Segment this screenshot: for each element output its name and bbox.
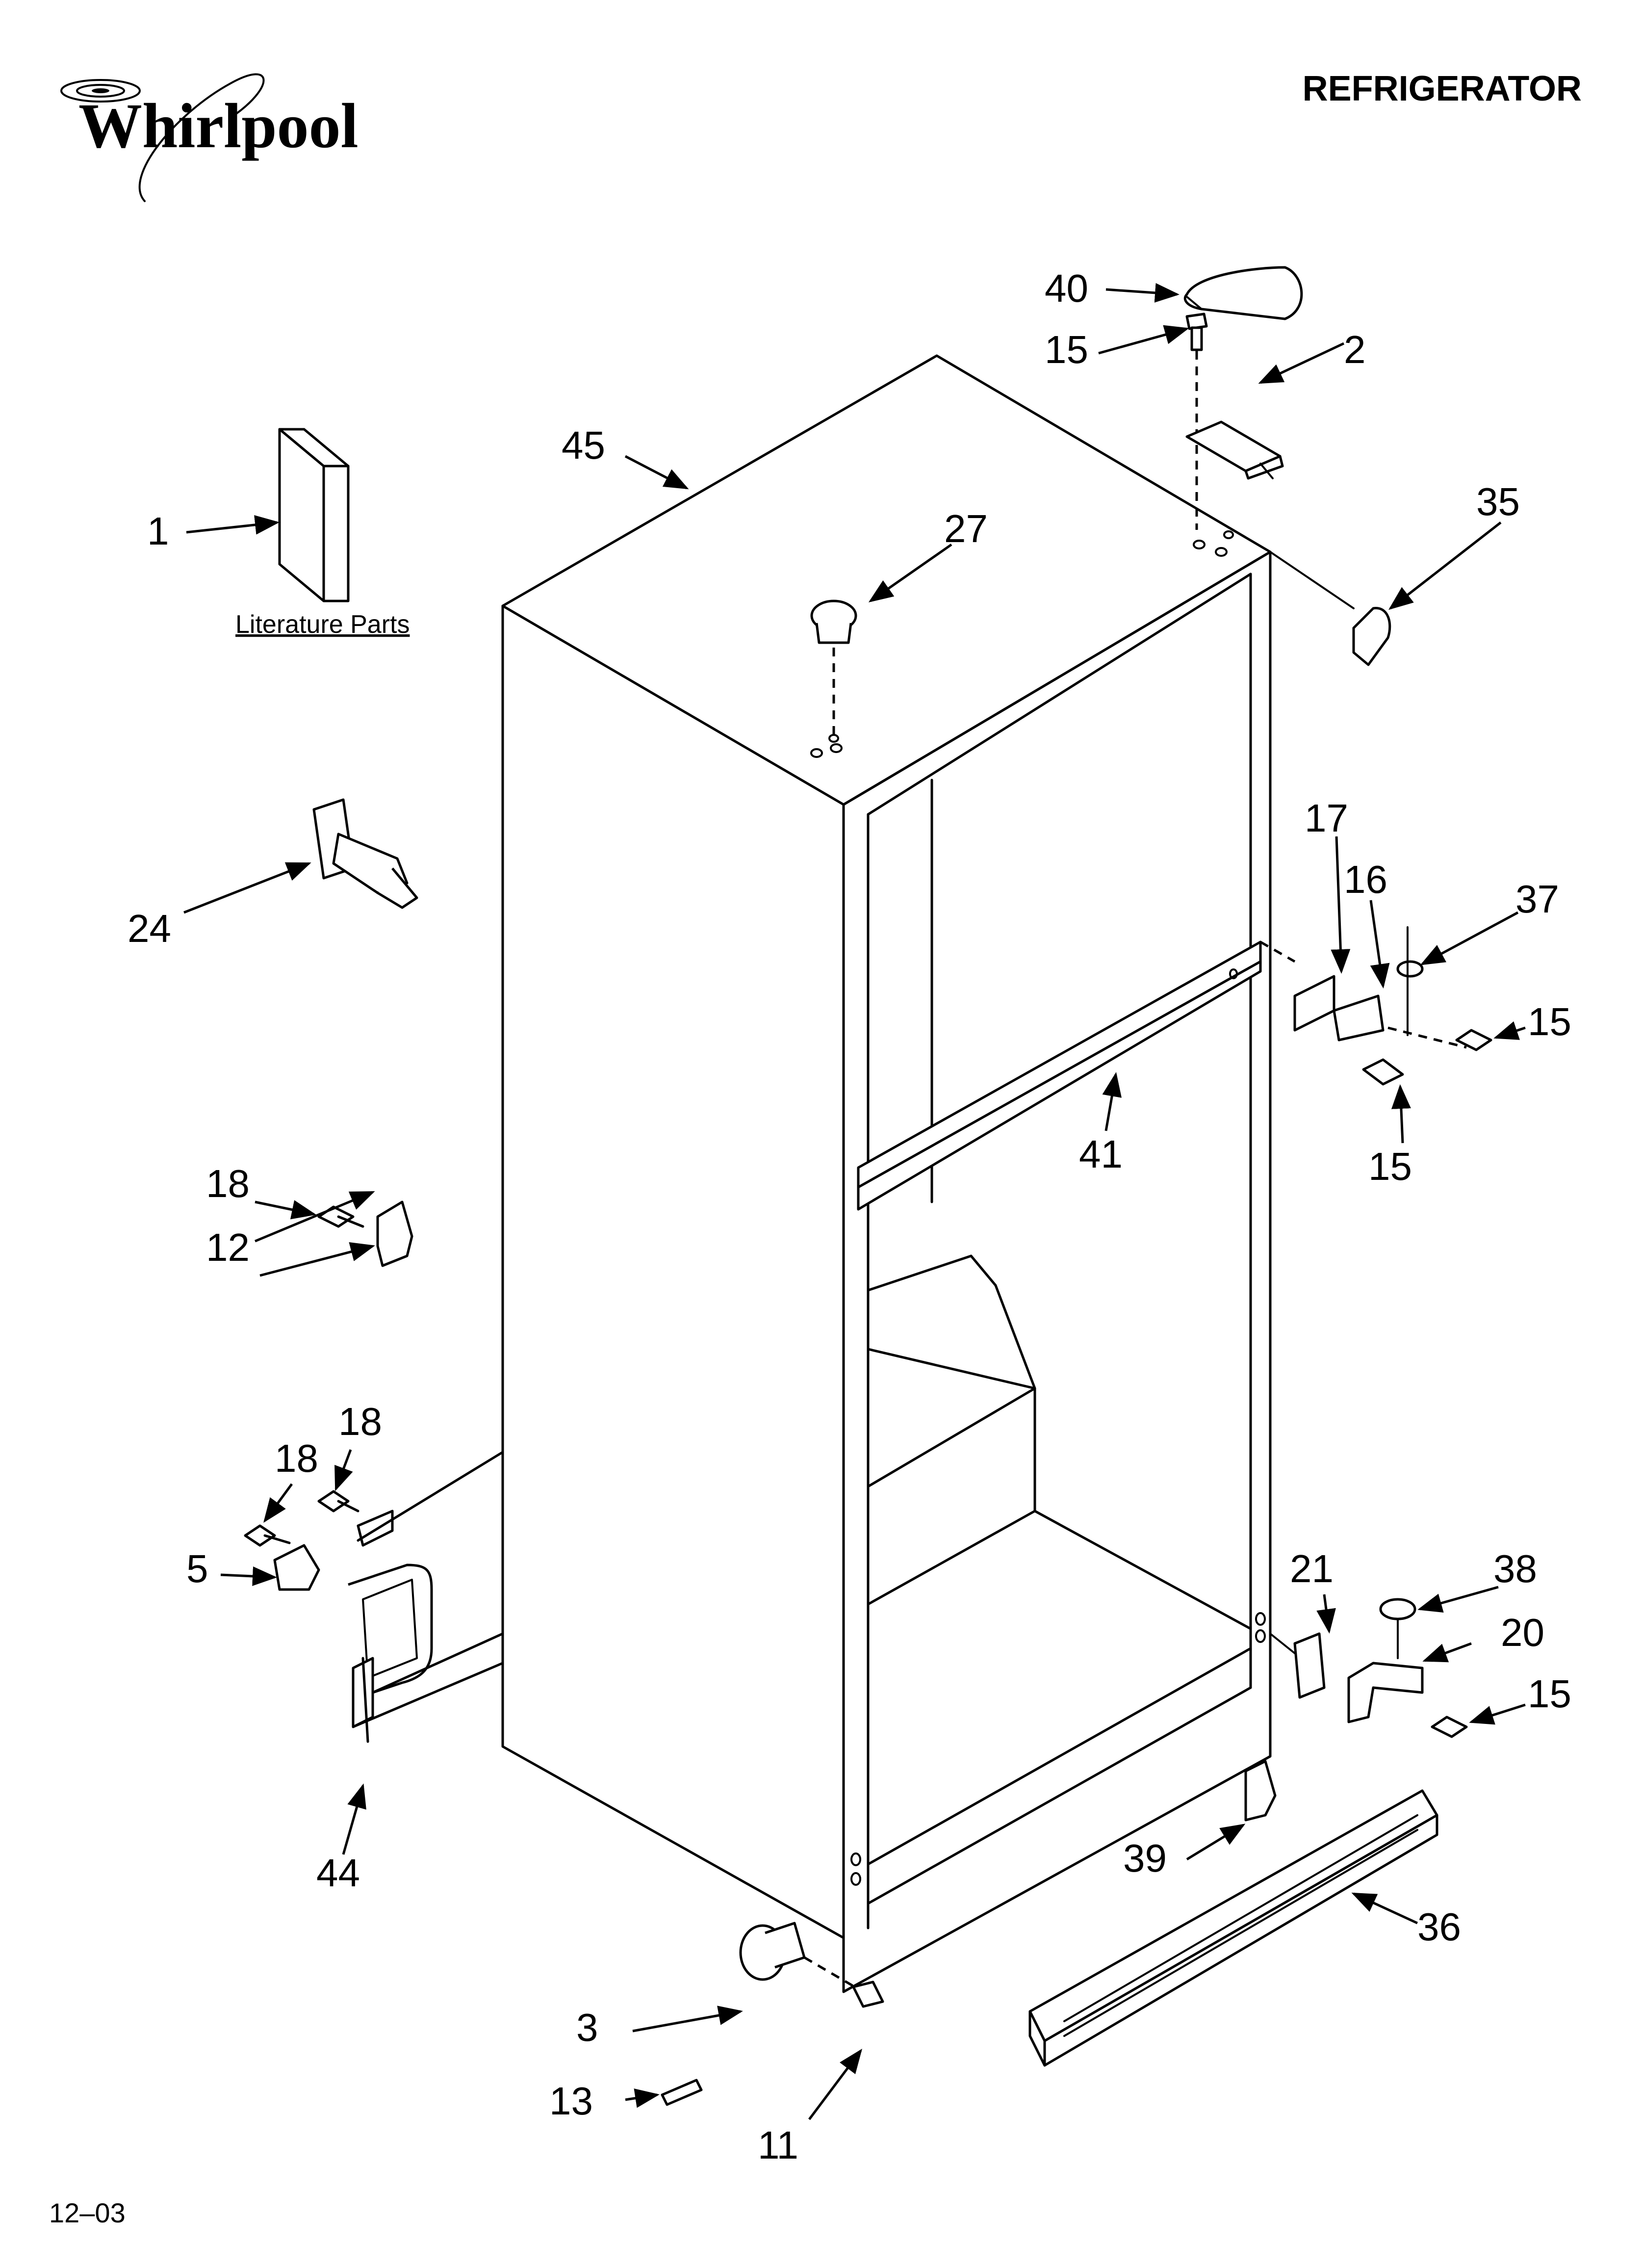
- top-plug: [810, 600, 857, 736]
- callout-17: 17: [1305, 796, 1348, 840]
- callout-41: 41: [1079, 1132, 1123, 1176]
- callout-arrows: [183, 283, 1526, 2120]
- whirlpool-logo: Whirlpool: [60, 73, 359, 202]
- callout-37: 37: [1515, 877, 1559, 921]
- brand-wordmark: Whirlpool: [78, 91, 359, 161]
- callout-13: 13: [549, 2079, 593, 2123]
- callout-18-left: 18: [275, 1436, 318, 1480]
- footer-code: 12–03: [49, 2197, 126, 2228]
- callout-44: 44: [316, 1851, 360, 1895]
- hinge-cover-top: [1183, 266, 1303, 320]
- roller-assembly: [661, 1922, 884, 2106]
- callout-3: 3: [576, 2006, 598, 2049]
- callout-16: 16: [1344, 858, 1387, 901]
- callout-27: 27: [944, 507, 988, 550]
- base-grille: [1028, 1789, 1438, 2067]
- callout-15-top: 15: [1045, 328, 1088, 371]
- callout-15-bottom: 15: [1528, 1672, 1571, 1716]
- callout-20: 20: [1501, 1611, 1544, 1654]
- page-title: REFRIGERATOR: [1303, 69, 1582, 108]
- hinge-cover-side: [1269, 551, 1391, 666]
- callout-38: 38: [1493, 1547, 1537, 1590]
- callout-15-center-right: 15: [1528, 1000, 1571, 1043]
- center-hinge-assembly: [1259, 926, 1492, 1086]
- callout-24: 24: [128, 907, 171, 950]
- callout-45: 45: [562, 423, 605, 467]
- callout-5: 5: [186, 1547, 208, 1590]
- lower-hinge-handle: [244, 1451, 504, 1743]
- callout-12: 12: [206, 1225, 250, 1269]
- center-rail: [857, 940, 1262, 1211]
- callout-15-center-bottom: 15: [1368, 1145, 1412, 1188]
- callout-11: 11: [758, 2123, 798, 2167]
- callout-labels: 40 15 2 45 1 27 35 24 17 16 37 15 15 41 …: [128, 266, 1571, 2167]
- callout-35: 35: [1476, 480, 1520, 523]
- literature-booklet: [278, 428, 350, 602]
- callout-2: 2: [1344, 328, 1366, 371]
- callout-18-right: 18: [338, 1400, 382, 1443]
- bottom-hinge-assembly: [1269, 1598, 1468, 1738]
- callout-39: 39: [1123, 1836, 1167, 1880]
- callout-36: 36: [1417, 1905, 1461, 1949]
- callout-40: 40: [1045, 266, 1088, 310]
- literature-parts-label: Literature Parts: [235, 610, 410, 639]
- callout-21: 21: [1290, 1547, 1334, 1590]
- callout-18-upper: 18: [206, 1162, 250, 1205]
- cabinet: [501, 354, 1272, 1993]
- grille-clip: [1244, 1760, 1277, 1822]
- door-stop-pin: [312, 798, 418, 909]
- top-hinge-assembly: [1185, 313, 1284, 530]
- callout-1: 1: [147, 509, 169, 553]
